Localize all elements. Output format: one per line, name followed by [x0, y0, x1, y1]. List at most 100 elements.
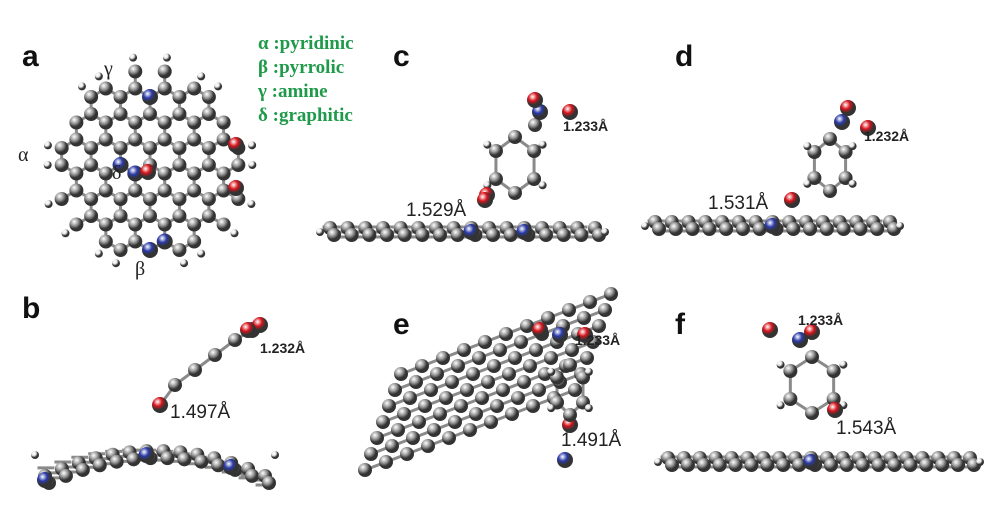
bond-length-b-no: 1.232Å: [260, 340, 306, 356]
hydrogen-atom: [94, 72, 103, 81]
carbon-atom: [805, 406, 819, 420]
carbon-atom: [157, 64, 172, 79]
legend-item: β :pyrrolic: [258, 57, 345, 78]
carbon-atom: [853, 222, 868, 236]
oxygen-atom: [804, 324, 820, 340]
carbon-atom: [565, 343, 579, 357]
carbon-atom: [499, 327, 513, 341]
hydrogen-atom: [31, 451, 39, 459]
hydrogen-atom: [584, 404, 593, 413]
carbon-atom: [113, 107, 128, 121]
carbon-atom: [415, 228, 430, 242]
carbon-atom: [69, 217, 84, 232]
carbon-atom: [187, 234, 202, 249]
carbon-atom: [157, 166, 172, 181]
carbon-atom: [128, 81, 143, 96]
carbon-atom: [445, 375, 459, 389]
legend-item: α :pyridinic: [258, 33, 354, 54]
carbon-atom: [472, 351, 486, 365]
carbon-atom: [668, 222, 683, 236]
hydrogen-atom: [976, 458, 984, 466]
bond-length-b-co: 1.497Å: [170, 402, 231, 423]
carbon-atom: [194, 454, 209, 469]
carbon-atom: [157, 183, 172, 198]
hydrogen-atom: [547, 404, 556, 413]
oxygen-atom: [228, 137, 244, 153]
carbon-atom: [424, 383, 438, 397]
carbon-atom: [201, 192, 216, 206]
carbon-atom: [702, 222, 717, 236]
hydrogen-atom: [197, 249, 206, 258]
carbon-atom: [109, 454, 124, 469]
hydrogen-atom: [654, 458, 662, 466]
carbon-atom: [98, 81, 113, 96]
carbon-atom: [187, 217, 202, 232]
oxygen-atom: [240, 322, 256, 338]
carbon-atom: [505, 407, 519, 421]
carbon-atom: [394, 367, 408, 381]
panel-label-a: a: [22, 40, 39, 73]
carbon-atom: [838, 171, 853, 185]
carbon-atom: [436, 351, 450, 365]
carbon-atom: [172, 90, 187, 104]
carbon-atom: [231, 158, 246, 172]
bond-length-d-no: 1.232Å: [864, 128, 910, 144]
hydrogen-atom: [214, 82, 223, 91]
oxygen-atom: [840, 100, 856, 116]
hydrogen-atom: [776, 360, 785, 369]
carbon-atom: [493, 343, 507, 357]
oxygen-atom: [562, 417, 578, 433]
carbon-atom: [157, 115, 172, 130]
carbon-atom: [719, 222, 734, 236]
oxygen-atom: [532, 322, 548, 338]
carbon-atom: [421, 439, 435, 453]
carbon-atom: [502, 367, 516, 381]
carbon-atom: [113, 243, 128, 257]
carbon-atom: [98, 166, 113, 181]
carbon-atom: [216, 166, 231, 181]
carbon-atom: [527, 172, 542, 186]
carbon-atom: [245, 468, 260, 483]
hydrogen-atom: [61, 229, 70, 238]
carbon-atom: [451, 359, 465, 373]
carbon-atom: [201, 107, 216, 121]
carbon-atom: [839, 458, 854, 472]
hydrogen-atom: [896, 222, 904, 230]
carbon-atom: [433, 228, 447, 242]
carbon-atom: [823, 184, 837, 198]
carbon-atom: [128, 132, 143, 147]
n-type-legend: α :pyridinic β :pyrrolic γ :amine δ :gra…: [258, 32, 354, 128]
carbon-atom: [168, 378, 182, 392]
carbon-atom: [448, 415, 462, 429]
nitrogen-atom: [792, 332, 808, 348]
carbon-atom: [262, 476, 276, 490]
carbon-atom: [412, 415, 426, 429]
carbon-atom: [113, 209, 128, 223]
carbon-atom: [454, 399, 468, 413]
carbon-atom: [488, 172, 503, 186]
carbon-atom: [870, 222, 885, 236]
panel-label-f: f: [675, 308, 685, 341]
carbon-atom: [187, 183, 202, 198]
hydrogen-atom: [43, 141, 52, 150]
carbon-atom: [216, 183, 231, 198]
carbon-atom: [364, 447, 378, 461]
carbon-atom: [919, 458, 934, 472]
carbon-atom: [776, 458, 791, 472]
carbon-atom: [397, 228, 412, 242]
hydrogen-atom: [248, 161, 257, 169]
oxygen-atom: [527, 92, 543, 108]
legend-item: δ :graphitic: [258, 105, 353, 126]
carbon-atom: [712, 458, 727, 472]
carbon-atom: [528, 118, 542, 132]
carbon-atom: [409, 375, 423, 389]
hydrogen-atom: [316, 228, 324, 236]
carbon-atom: [418, 399, 432, 413]
nitrogen-atom: [803, 454, 820, 470]
oxygen-atom: [762, 322, 778, 338]
carbon-atom: [728, 458, 743, 472]
nitrogen-atom: [156, 233, 173, 250]
carbon-atom: [382, 399, 396, 413]
nitrogen-atom: [552, 327, 568, 343]
